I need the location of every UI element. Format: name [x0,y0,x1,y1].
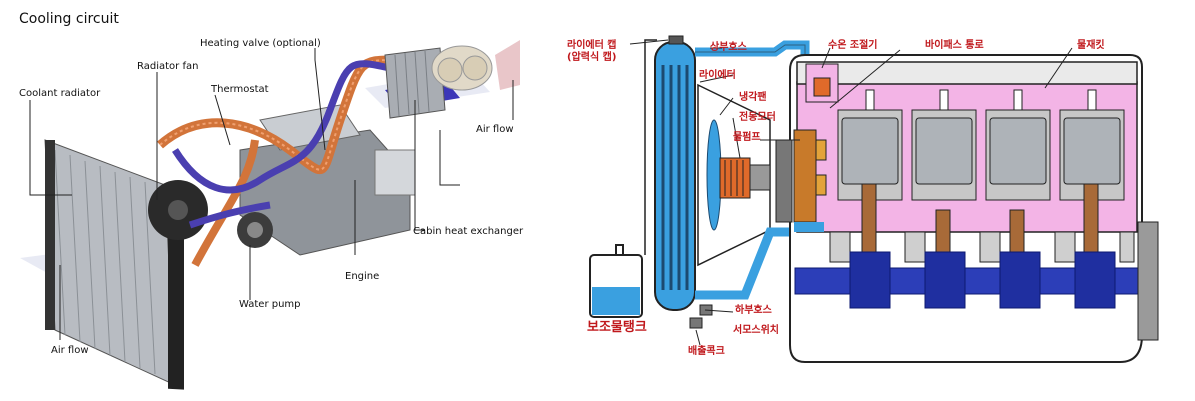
label-thermo-switch: 서모스위치 [733,325,779,337]
label-coolant-radiator: Coolant radiator [19,88,100,100]
label-upper-hose: 상부호스 [710,42,747,54]
label-water-jacket: 물재킷 [1077,40,1105,52]
label-drain-cock: 배출콕크 [688,346,725,358]
label-cabin-heat-exchanger: Cabin heat exchanger [413,226,523,238]
label-radiator: 라이에터 [699,70,736,82]
label-engine: Engine [345,271,379,283]
label-lower-hose: 하부호스 [735,305,772,317]
label-cooling-fan: 냉각팬 [739,92,767,104]
label-air-flow-bottom: Air flow [51,345,89,357]
flywheel [1138,222,1158,340]
air-flow-arrow-top [495,40,520,90]
label-water-pump: Water pump [239,299,301,311]
label-air-flow-top: Air flow [476,124,514,136]
radiator [655,42,695,310]
drain-cock [690,318,702,328]
radiator-tank-left [45,140,55,330]
label-heating-valve: Heating valve (optional) [200,38,321,50]
label-radiator-fan: Radiator fan [137,61,198,73]
label-thermostat: Thermostat [211,84,269,96]
cooling-fan [707,120,721,230]
label-reserve-tank: 보조물탱크 [587,320,647,335]
label-electric-motor: 전동모터 [739,112,776,124]
label-thermostat-kr: 수온 조절기 [828,40,877,52]
label-water-pump-kr: 물펌프 [733,132,761,144]
label-radiator-cap: 라이에터 캡 (압력식 캡) [567,40,616,64]
radiator-cap [669,36,683,44]
water-pump [794,130,816,222]
label-bypass: 바이패스 통로 [925,40,984,52]
right-engine-diagram [590,36,1158,362]
pulley [776,140,792,222]
